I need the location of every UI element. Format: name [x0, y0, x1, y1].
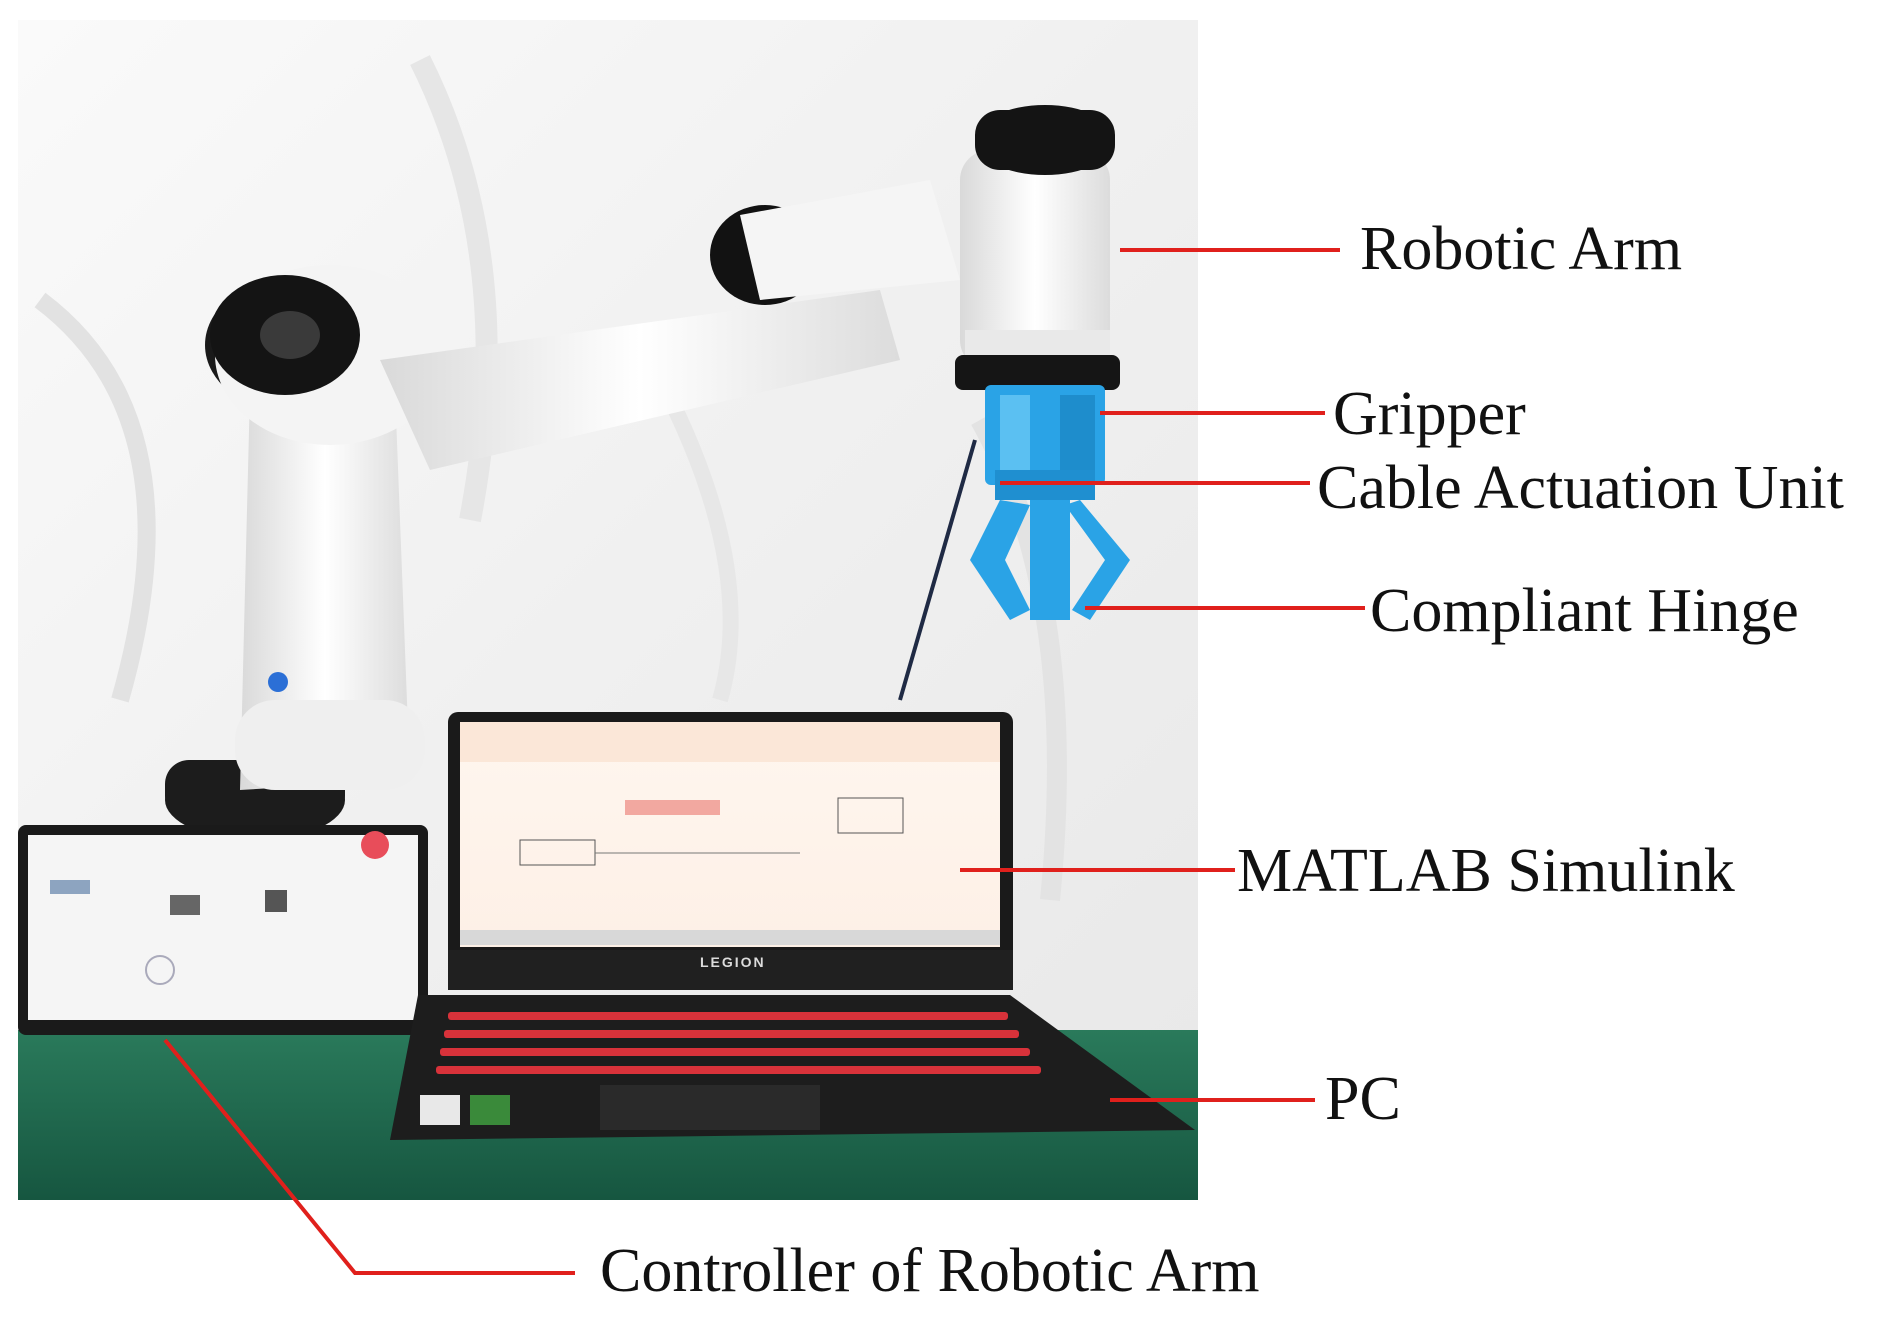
gripper-flange — [955, 355, 1120, 390]
gripper-finger-left — [970, 500, 1030, 620]
arm-wrist — [960, 150, 1110, 370]
label-robotic-arm: Robotic Arm — [1360, 215, 1683, 283]
label-controller-of-robotic-arm: Controller of Robotic Arm — [600, 1237, 1260, 1305]
touchpad — [600, 1085, 820, 1130]
laptop-brand-logo: LEGION — [700, 954, 766, 970]
label-matlab-simulink: MATLAB Simulink — [1237, 837, 1735, 905]
keyboard-backlight — [436, 1012, 1041, 1074]
gripper-finger-right — [1065, 500, 1130, 620]
leader-lines — [163, 248, 1365, 1275]
arm-upper-link — [380, 290, 900, 470]
label-gripper: Gripper — [1333, 380, 1526, 448]
leader-line-controller — [163, 1038, 575, 1275]
gripper-center-finger — [1030, 500, 1070, 620]
label-cable-actuation-unit: Cable Actuation Unit — [1317, 454, 1844, 522]
signal-cable — [898, 439, 977, 701]
brand-logo-icon — [268, 672, 288, 692]
label-pc: PC — [1325, 1065, 1401, 1133]
label-compliant-hinge: Compliant Hinge — [1370, 577, 1799, 645]
